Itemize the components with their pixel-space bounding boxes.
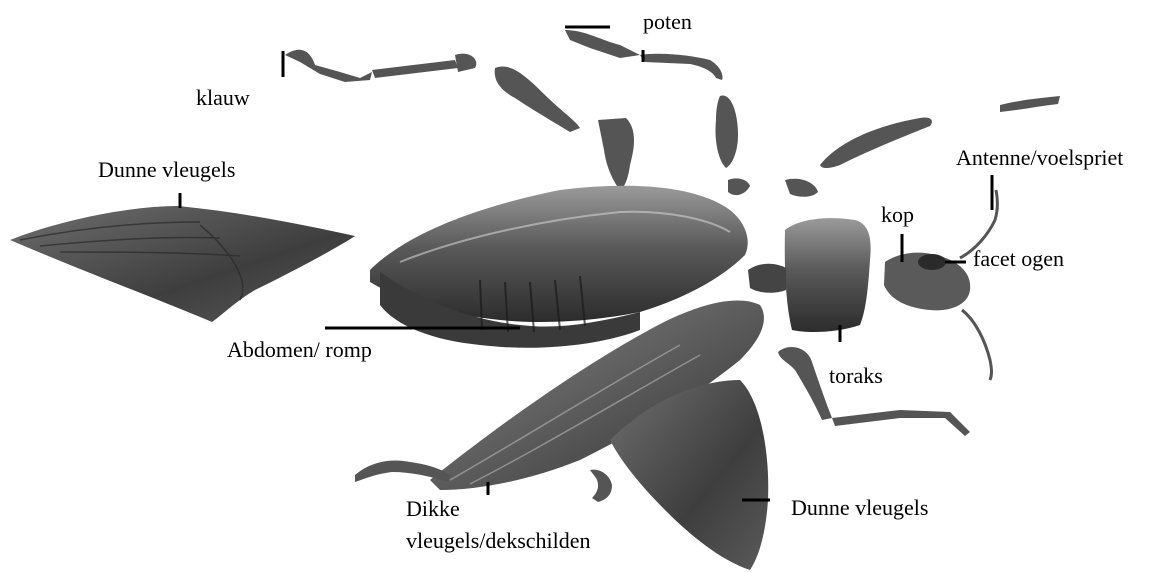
label-toraks: toraks — [829, 363, 883, 389]
label-klauw: klauw — [196, 85, 250, 111]
middle-leg — [565, 30, 738, 190]
label-facet-ogen: facet ogen — [973, 246, 1064, 272]
label-antenne: Antenne/voelspriet — [956, 145, 1123, 171]
front-leg — [285, 50, 580, 132]
label-dikke-vleugels-line1: Dikke — [406, 496, 460, 522]
label-dunne-vleugels-left: Dunne vleugels — [98, 157, 235, 183]
thorax — [748, 218, 871, 332]
label-dunne-vleugels-right: Dunne vleugels — [791, 495, 928, 521]
label-dikke-vleugels-line2: vleugels/dekschilden — [406, 528, 591, 554]
label-abdomen: Abdomen/ romp — [227, 337, 372, 363]
label-kop: kop — [881, 202, 914, 228]
label-poten: poten — [643, 9, 692, 35]
left-thin-wing — [10, 206, 355, 322]
hind-leg-lower — [778, 347, 970, 436]
